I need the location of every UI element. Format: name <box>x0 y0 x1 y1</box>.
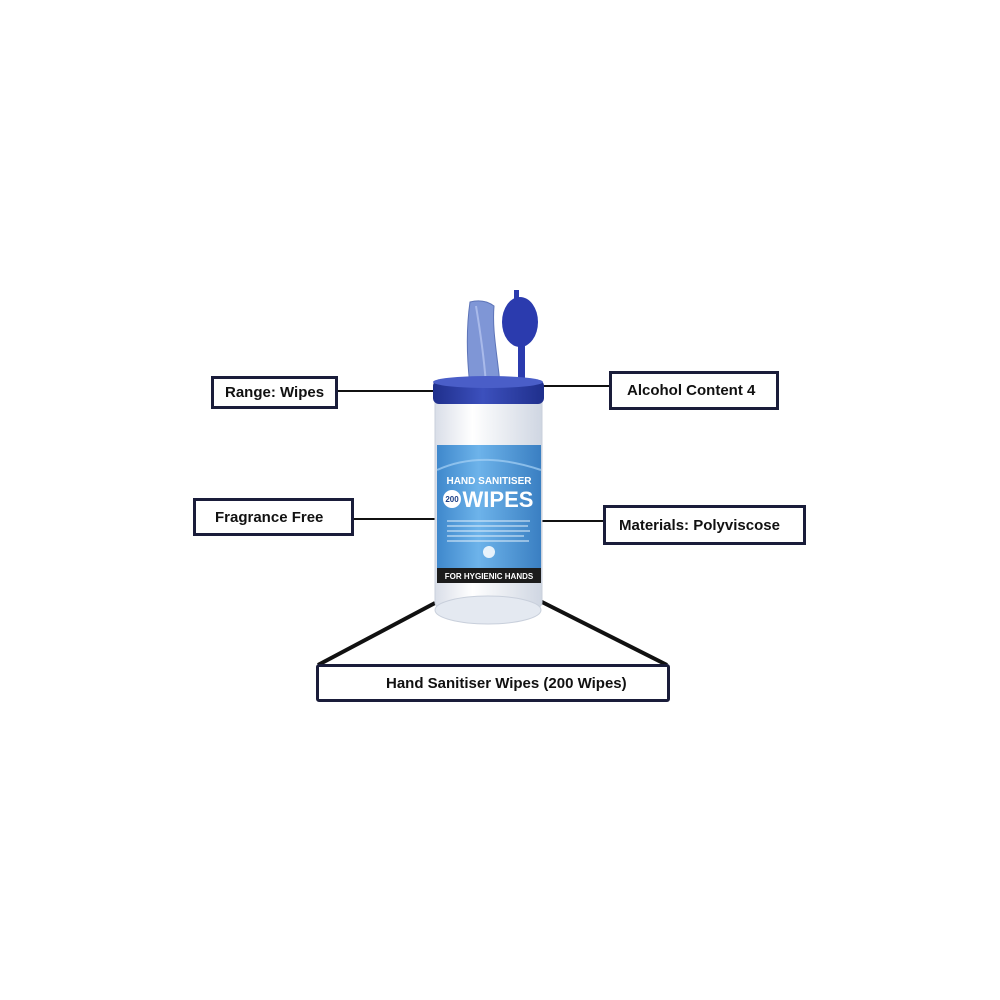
wipe-sheet <box>466 300 501 387</box>
label-seal-icon <box>483 546 495 558</box>
callout-alcohol-content: Alcohol Content 4 <box>609 371 779 410</box>
label-line2: WIPES <box>463 487 534 512</box>
label-band-text: FOR HYGIENIC HANDS <box>445 572 534 581</box>
callout-fragrance-text: Fragrance Free <box>215 508 324 526</box>
label-line1: HAND SANITISER <box>446 476 532 487</box>
callout-product-name: Hand Sanitiser Wipes (200 Wipes) <box>316 664 670 702</box>
count-badge <box>443 490 461 508</box>
wipes-tub: HAND SANITISER WIPES 200 FOR HYGIENIC HA… <box>433 290 544 625</box>
callout-product-text: Hand Sanitiser Wipes (200 Wipes) <box>386 674 627 692</box>
connector-product-left <box>317 601 436 667</box>
callout-fragrance: Fragrance Free <box>193 498 354 536</box>
count-badge-text: 200 <box>445 495 459 504</box>
lid-flap <box>502 297 538 347</box>
callout-materials: Materials: Polyviscose <box>603 505 806 545</box>
callout-range-text: Range: Wipes <box>225 384 325 401</box>
label-band <box>437 568 541 583</box>
callout-materials-text: Materials: Polyviscose <box>619 516 780 534</box>
callout-range: Range: Wipes <box>211 376 338 409</box>
label-fine-print <box>447 520 530 542</box>
callout-alcohol-text: Alcohol Content 4 <box>627 382 756 399</box>
connector-product-right <box>539 599 668 667</box>
connector-lines <box>317 385 668 667</box>
